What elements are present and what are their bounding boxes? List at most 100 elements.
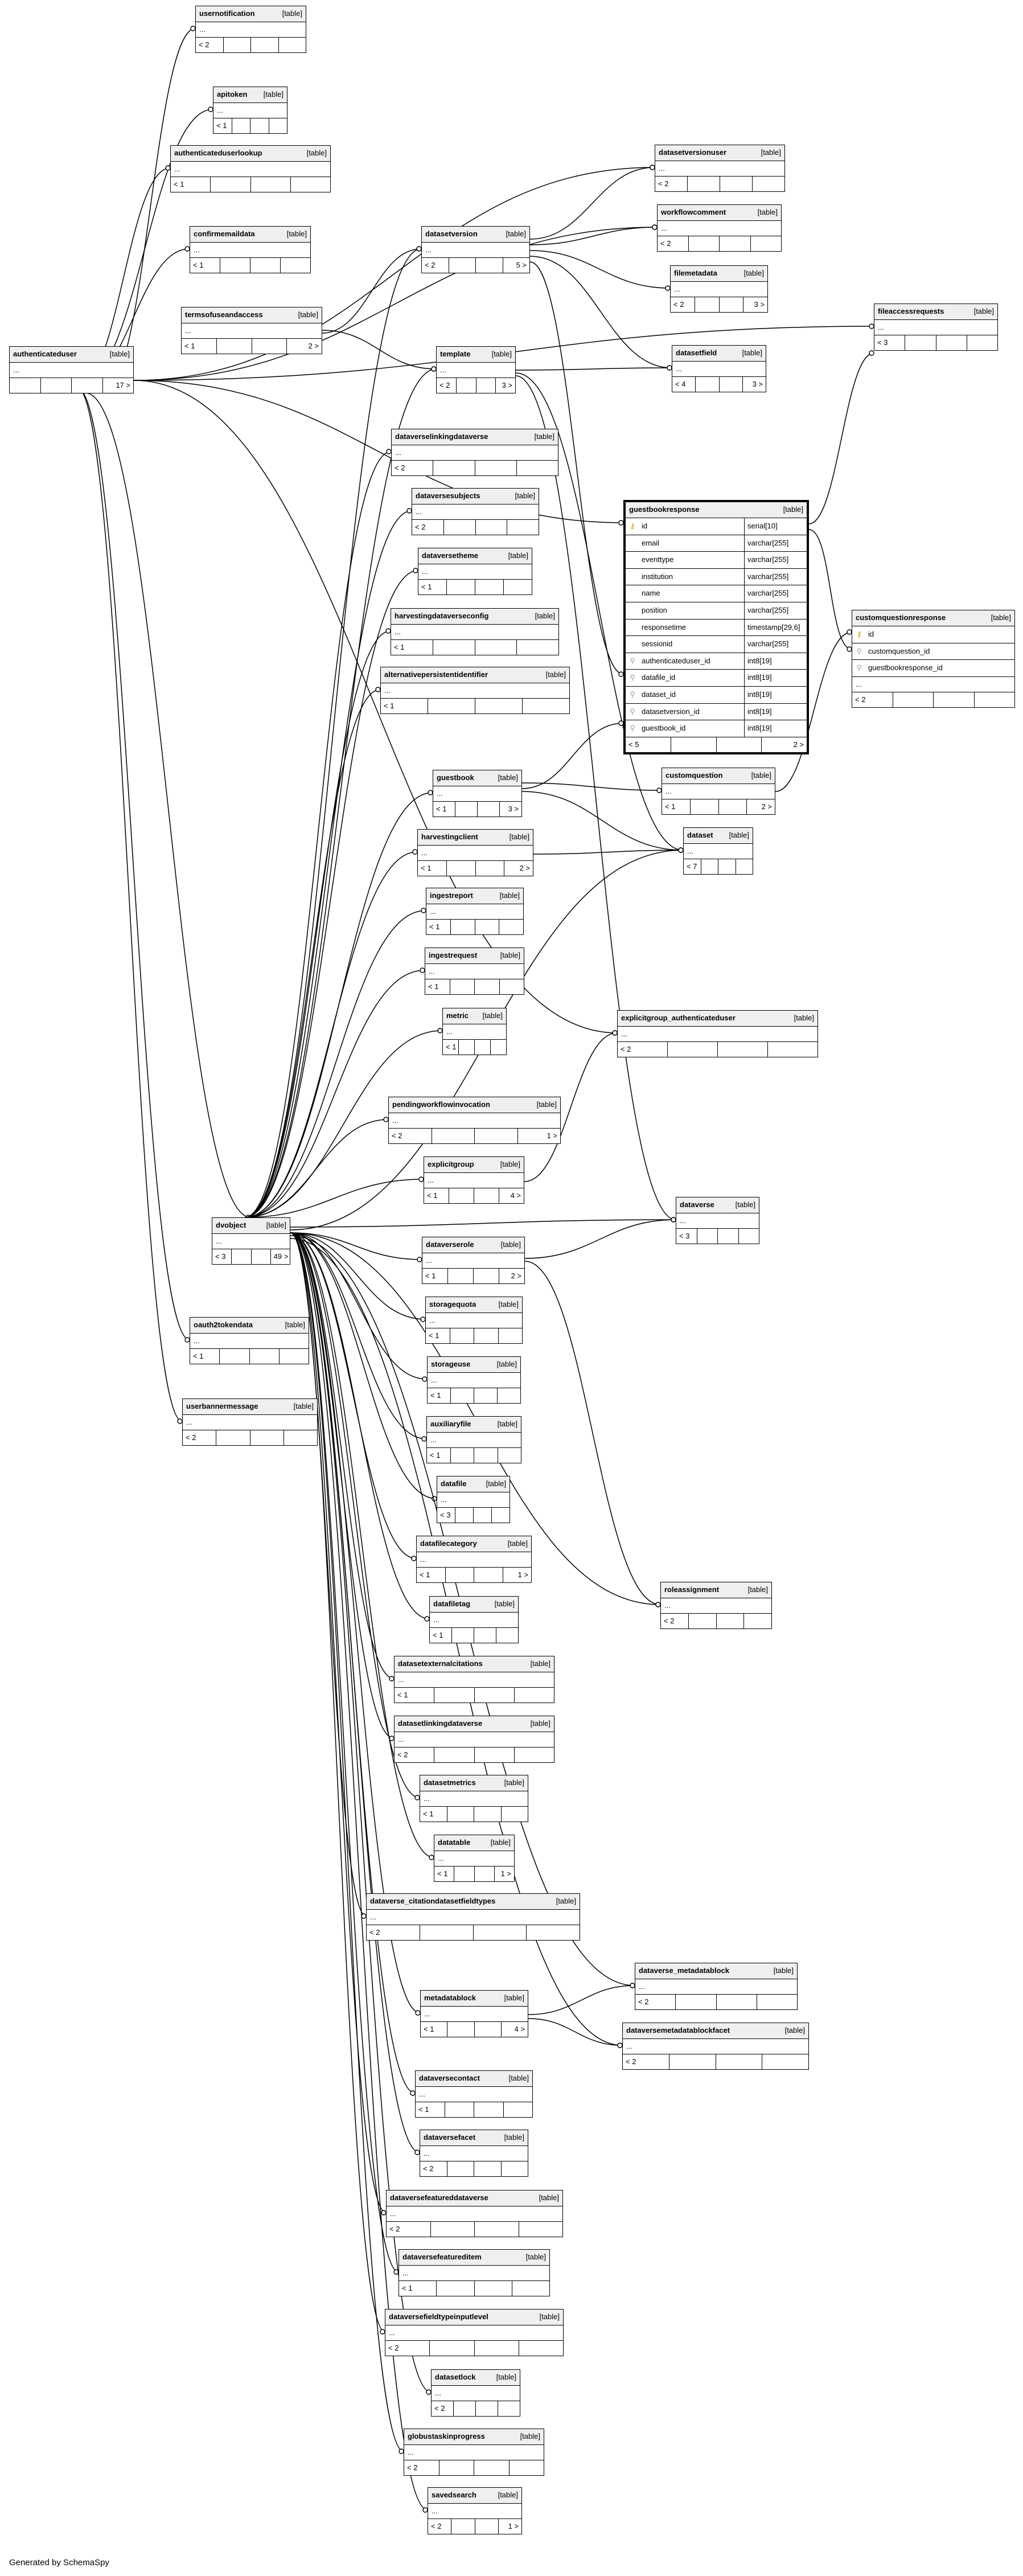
child-count[interactable] xyxy=(290,177,330,192)
table-name[interactable]: dataversemetadatablockfacet xyxy=(626,2026,730,2034)
table-explicitgroup_authenticateduser[interactable]: explicitgroup_authenticateduser[table]..… xyxy=(617,1010,818,1057)
parent-count[interactable]: < 1 xyxy=(429,922,440,931)
child-count[interactable]: 1 > xyxy=(502,1568,532,1582)
child-count[interactable]: 5 > xyxy=(502,258,530,273)
table-metric[interactable]: metric[table]...< 1 xyxy=(442,1008,507,1055)
table-name[interactable]: globustaskinprogress xyxy=(408,2432,485,2440)
table-name[interactable]: storageuse xyxy=(431,1360,471,1368)
table-name[interactable]: template xyxy=(440,350,471,358)
child-count[interactable] xyxy=(498,2401,520,2416)
child-count[interactable]: 1 > xyxy=(517,1129,561,1143)
table-dataversefeatureditem[interactable]: dataversefeatureditem[table]...< 1 xyxy=(398,2249,550,2296)
table-ingestreport[interactable]: ingestreport[table]...< 1 xyxy=(426,888,524,935)
parent-count[interactable]: < 1 xyxy=(384,702,395,710)
table-alternativepersistentidentifier[interactable]: alternativepersistentidentifier[table]..… xyxy=(380,667,570,714)
table-name[interactable]: dataversesubjects xyxy=(416,491,480,500)
table-authenticateduserlookup[interactable]: authenticateduserlookup[table]...< 1 xyxy=(170,145,331,192)
child-count[interactable] xyxy=(522,699,569,713)
parent-count[interactable]: < 2 xyxy=(626,2057,636,2066)
table-name[interactable]: dataversefeatureditem xyxy=(402,2253,482,2261)
parent-count[interactable]: < 1 xyxy=(429,1331,439,1340)
parent-count[interactable]: < 2 xyxy=(638,1997,649,2006)
child-count[interactable] xyxy=(518,2222,563,2237)
table-fileaccessrequests[interactable]: fileaccessrequests[table]...< 3 xyxy=(874,303,998,351)
parent-count[interactable]: < 1 xyxy=(430,1451,441,1459)
parent-count[interactable]: < 2 xyxy=(389,2225,400,2233)
parent-count[interactable]: < 2 xyxy=(621,1045,631,1053)
table-auxiliaryfile[interactable]: auxiliaryfile[table]...< 1 xyxy=(426,1416,521,1463)
table-name[interactable]: explicitgroup xyxy=(428,1160,474,1168)
table-name[interactable]: harvestingclient xyxy=(421,832,478,841)
child-count[interactable] xyxy=(283,1430,317,1445)
table-apitoken[interactable]: apitoken[table]...< 1 xyxy=(213,87,287,134)
table-dataverselinkingdataverse[interactable]: dataverselinkingdataverse[table]...< 2 xyxy=(391,429,558,476)
child-count[interactable] xyxy=(750,236,782,251)
child-count[interactable]: 17 > xyxy=(102,378,134,393)
child-count[interactable] xyxy=(503,580,532,594)
table-name[interactable]: apitoken xyxy=(217,90,248,99)
table-ingestrequest[interactable]: ingestrequest[table]...< 1 xyxy=(425,947,524,995)
parent-count[interactable]: < 1 xyxy=(394,643,405,651)
table-name[interactable]: alternativepersistentidentifier xyxy=(384,670,488,679)
table-authenticateduser[interactable]: authenticateduser[table]...17 > xyxy=(9,346,134,393)
table-name[interactable]: dataset xyxy=(687,831,713,839)
table-name[interactable]: termsofuseandaccess xyxy=(185,310,263,319)
table-name[interactable]: customquestion xyxy=(665,771,723,780)
table-harvestingdataverseconfig[interactable]: harvestingdataverseconfig[table]...< 1 xyxy=(391,608,559,655)
parent-count[interactable]: < 2 xyxy=(855,695,866,704)
table-datasetmetrics[interactable]: datasetmetrics[table]...< 1 xyxy=(420,1775,528,1822)
parent-count[interactable]: < 1 xyxy=(425,1271,436,1280)
parent-count[interactable]: < 2 xyxy=(434,2404,445,2413)
parent-count[interactable]: < 1 xyxy=(421,583,432,591)
child-count[interactable] xyxy=(735,859,753,874)
table-oauth2tokendata[interactable]: oauth2tokendata[table]...< 1 xyxy=(190,1317,309,1364)
table-name[interactable]: datasetversionuser xyxy=(659,148,727,157)
child-count[interactable]: 4 > xyxy=(499,1188,524,1203)
table-userbannermessage[interactable]: userbannermessage[table]...< 2 xyxy=(182,1398,318,1446)
parent-count[interactable]: < 2 xyxy=(664,1617,675,1625)
column-row[interactable]: ⚷id xyxy=(852,626,1014,643)
table-name[interactable]: usernotification xyxy=(199,9,255,18)
table-datafile[interactable]: datafile[table]...< 3 xyxy=(437,1476,510,1523)
table-name[interactable]: datafilecategory xyxy=(420,1539,477,1548)
table-name[interactable]: dataverse_citationdatasetfieldtypes xyxy=(370,1897,496,1905)
child-count[interactable] xyxy=(280,258,310,273)
child-count[interactable] xyxy=(738,1229,759,1244)
child-count[interactable] xyxy=(496,1628,518,1643)
parent-count[interactable]: < 1 xyxy=(436,805,447,813)
parent-count[interactable]: < 2 xyxy=(425,261,436,269)
table-name[interactable]: datasetlock xyxy=(435,2373,476,2381)
parent-count[interactable]: < 1 xyxy=(427,1191,438,1200)
table-name[interactable]: harvestingdataverseconfig xyxy=(395,612,489,620)
child-count[interactable] xyxy=(756,1995,797,2009)
table-storagequota[interactable]: storagequota[table]...< 1 xyxy=(425,1297,523,1344)
child-count[interactable] xyxy=(497,1388,520,1403)
parent-count[interactable]: < 7 xyxy=(687,862,697,871)
table-name[interactable]: datasetversion xyxy=(425,229,478,238)
child-count[interactable]: 49 > xyxy=(270,1249,290,1264)
table-datasetlinkingdataverse[interactable]: datasetlinkingdataverse[table]...< 2 xyxy=(394,1716,554,1763)
parent-count[interactable]: < 3 xyxy=(440,1511,451,1519)
child-count[interactable]: 3 > xyxy=(743,297,767,312)
child-count[interactable] xyxy=(278,38,306,52)
child-count[interactable] xyxy=(518,2341,563,2356)
table-dataverse[interactable]: dataverse[table]...< 3 xyxy=(676,1197,759,1244)
table-usernotification[interactable]: usernotification[table]...< 2 xyxy=(195,6,306,53)
